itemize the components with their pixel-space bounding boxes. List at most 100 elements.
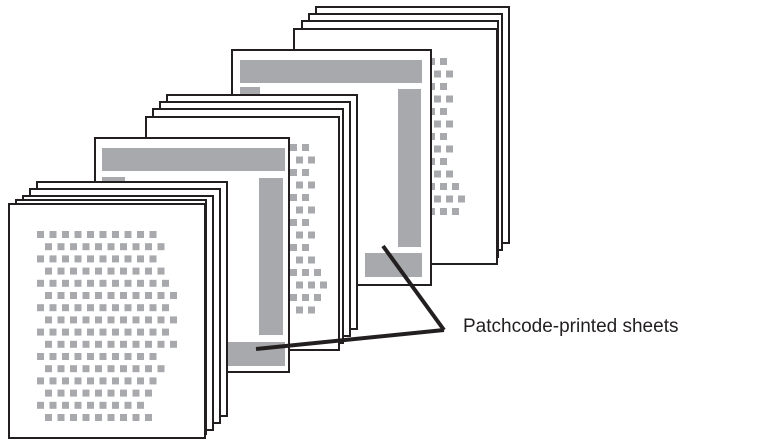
text-dot — [83, 243, 90, 250]
text-dot — [458, 196, 465, 203]
text-dot — [162, 304, 169, 311]
text-dot — [440, 208, 447, 215]
text-dot — [145, 268, 152, 275]
text-dot — [434, 196, 441, 203]
text-dot — [95, 414, 102, 421]
text-dot — [45, 316, 52, 323]
text-dot — [108, 365, 115, 372]
text-dot — [62, 353, 69, 360]
text-dot — [296, 157, 303, 164]
text-dot — [133, 341, 140, 348]
text-dot — [100, 231, 107, 238]
text-dot — [133, 268, 140, 275]
text-dot — [125, 402, 132, 409]
text-dot — [45, 414, 52, 421]
text-dot — [162, 280, 169, 287]
text-dot — [158, 341, 165, 348]
text-dot — [150, 280, 157, 287]
text-dot — [70, 365, 77, 372]
patchcode-bottom-bar — [365, 253, 422, 277]
text-dot — [133, 365, 140, 372]
text-dot — [37, 304, 44, 311]
text-dot — [95, 341, 102, 348]
patchcode-corner-mark — [240, 87, 260, 95]
text-dot — [446, 196, 453, 203]
text-dot — [452, 208, 459, 215]
text-dot — [100, 304, 107, 311]
text-dot — [83, 341, 90, 348]
text-dot — [83, 292, 90, 299]
text-dot — [45, 341, 52, 348]
text-dot — [434, 71, 441, 78]
text-dot — [145, 365, 152, 372]
text-dot — [108, 316, 115, 323]
text-dot — [302, 294, 309, 301]
text-dot — [108, 414, 115, 421]
text-dot — [58, 414, 65, 421]
text-dot — [58, 390, 65, 397]
text-dot — [100, 255, 107, 262]
text-dot — [100, 280, 107, 287]
text-dot — [150, 255, 157, 262]
text-dot — [108, 268, 115, 275]
text-dot — [37, 329, 44, 336]
text-dot — [70, 390, 77, 397]
text-dot — [446, 71, 453, 78]
text-dot — [45, 292, 52, 299]
text-dot — [70, 243, 77, 250]
text-dot — [37, 377, 44, 384]
text-dot — [145, 341, 152, 348]
text-dot — [158, 268, 165, 275]
text-dot — [446, 171, 453, 178]
text-dot — [150, 231, 157, 238]
text-dot — [75, 329, 82, 336]
text-dot — [314, 269, 321, 276]
text-dot — [290, 219, 297, 226]
text-dot — [62, 280, 69, 287]
text-dot — [440, 158, 447, 165]
text-dot — [137, 280, 144, 287]
text-dot — [150, 304, 157, 311]
text-dot — [133, 243, 140, 250]
text-dot — [95, 365, 102, 372]
text-dot — [75, 255, 82, 262]
text-dot — [125, 377, 132, 384]
text-dot — [133, 316, 140, 323]
text-dot — [290, 244, 297, 251]
text-dot — [37, 255, 44, 262]
text-dot — [75, 231, 82, 238]
patchcode-side-bar — [398, 89, 421, 247]
text-dot — [137, 353, 144, 360]
text-dot — [137, 329, 144, 336]
text-dot — [296, 307, 303, 314]
text-dot — [112, 353, 119, 360]
text-dot — [45, 390, 52, 397]
text-dot — [112, 329, 119, 336]
text-dot — [83, 316, 90, 323]
text-dot — [45, 243, 52, 250]
text-dot — [296, 282, 303, 289]
text-dot — [145, 390, 152, 397]
text-dot — [302, 144, 309, 151]
text-dot — [296, 232, 303, 239]
text-dot — [137, 304, 144, 311]
text-dot — [170, 316, 177, 323]
text-dot — [434, 171, 441, 178]
text-dot — [50, 377, 57, 384]
text-dot — [58, 341, 65, 348]
text-dot — [302, 244, 309, 251]
text-dot — [83, 390, 90, 397]
text-dot — [112, 255, 119, 262]
text-dot — [95, 316, 102, 323]
text-dot — [120, 341, 127, 348]
text-dot — [50, 402, 57, 409]
text-dot — [296, 182, 303, 189]
text-dot — [158, 365, 165, 372]
text-dot — [290, 144, 297, 151]
text-dot — [296, 257, 303, 264]
text-dot — [446, 146, 453, 153]
text-dot — [158, 292, 165, 299]
text-dot — [120, 316, 127, 323]
text-dot — [62, 377, 69, 384]
